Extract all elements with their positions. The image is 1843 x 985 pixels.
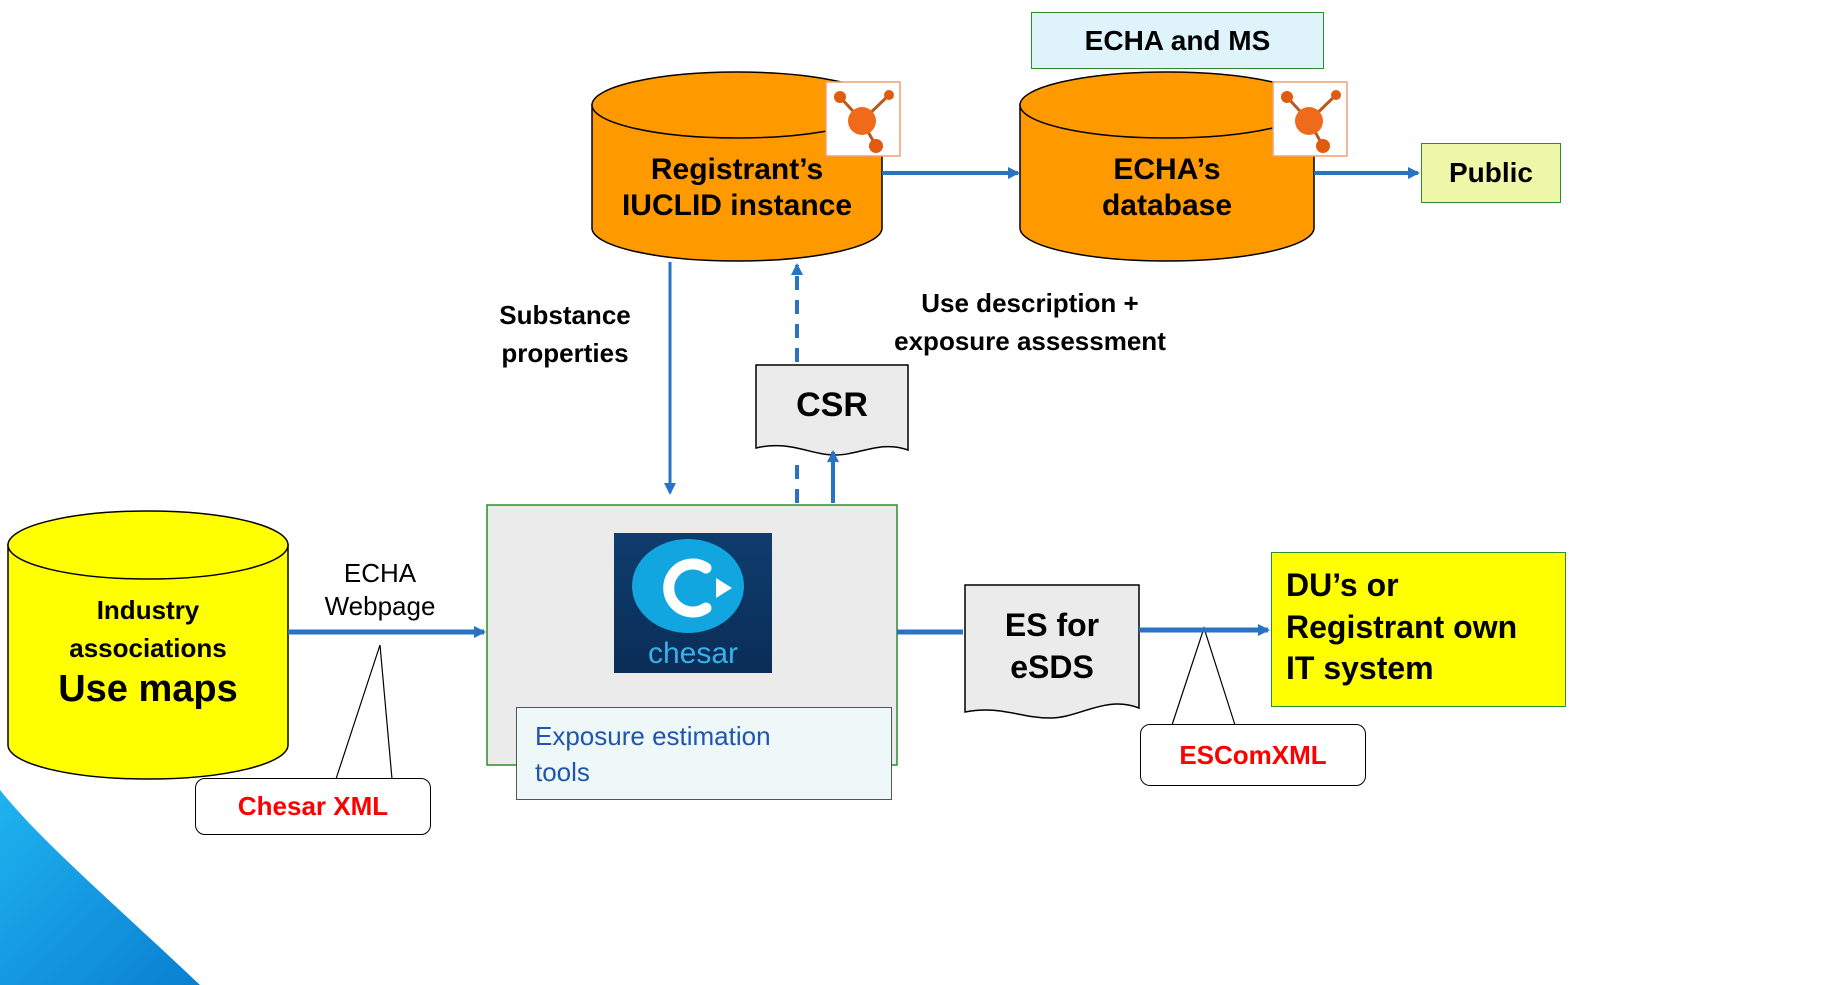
substance-properties-line1: Substance <box>499 300 631 330</box>
escom-xml-callout-pointer <box>1171 626 1236 726</box>
public-box: Public <box>1421 143 1561 203</box>
exposure-tools-box: Exposure estimation tools <box>516 707 892 800</box>
industry-database-cylinder <box>7 510 289 780</box>
echa-webpage-line2: Webpage <box>324 590 436 621</box>
du-system-box: DU’s or Registrant own IT system <box>1271 552 1566 707</box>
chesar-logo <box>614 533 772 673</box>
es-doc-line1: ES for <box>1004 607 1100 643</box>
echa-database-cylinder <box>1019 71 1315 262</box>
decorative-swoosh <box>0 790 200 985</box>
public-label: Public <box>1448 157 1533 188</box>
echa-webpage-line1: ECHA <box>343 558 417 588</box>
use-description-line1: Use description + <box>921 288 1139 318</box>
molecule-icon <box>1272 81 1348 157</box>
registrant-db-line2: IUCLID instance <box>621 189 853 222</box>
registrant-db-label: Registrant’s IUCLID instance <box>592 152 882 224</box>
industry-db-label: Industry associations Use maps <box>8 592 288 713</box>
echa-ms-label-box: ECHA and MS <box>1031 12 1324 69</box>
use-description-line2: exposure assessment <box>894 325 1166 356</box>
substance-properties-label: Substance properties <box>470 297 660 372</box>
substance-properties-line2: properties <box>501 337 629 368</box>
exposure-tools-line1: Exposure estimation <box>535 721 771 751</box>
exposure-tools-line2: tools <box>535 757 590 788</box>
echa-ms-label: ECHA and MS <box>1084 24 1271 56</box>
es-doc-label: ES for eSDS <box>965 605 1139 688</box>
escom-xml-callout: ESComXML <box>1140 724 1366 786</box>
echa-db-label: ECHA’s database <box>1020 152 1314 224</box>
du-box-line1: DU’s or <box>1286 567 1399 603</box>
chesar-logo-text: chesar <box>647 637 739 670</box>
molecule-icon <box>825 81 901 157</box>
registrant-database-cylinder <box>591 71 883 262</box>
industry-db-line3: Use maps <box>58 668 238 711</box>
use-description-label: Use description + exposure assessment <box>850 285 1210 360</box>
echa-db-line2: database <box>1101 189 1233 222</box>
chesar-xml-label: Chesar XML <box>237 791 389 821</box>
es-doc-line2: eSDS <box>1010 648 1094 685</box>
escom-xml-label: ESComXML <box>1179 739 1327 770</box>
registrant-db-line1: Registrant’s <box>650 153 824 186</box>
du-box-line3: IT system <box>1286 650 1434 687</box>
chesar-xml-callout: Chesar XML <box>195 778 431 835</box>
industry-db-line2: associations <box>69 632 227 663</box>
es-document-shape <box>964 584 1140 719</box>
echa-db-line1: ECHA’s <box>1113 153 1221 186</box>
csr-label: CSR <box>796 386 868 424</box>
chesar-xml-callout-pointer <box>335 644 393 780</box>
du-box-line2: Registrant own <box>1286 608 1518 645</box>
echa-webpage-label: ECHA Webpage <box>300 557 460 622</box>
industry-db-line1: Industry <box>96 595 200 625</box>
